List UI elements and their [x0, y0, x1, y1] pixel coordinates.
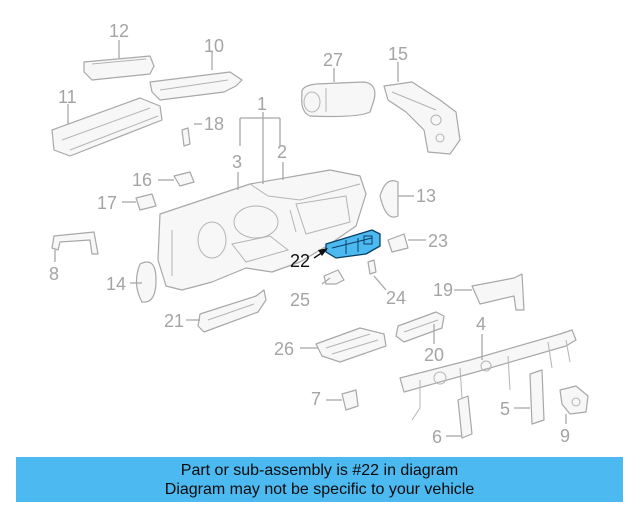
part-4	[399, 329, 577, 421]
callout-25: 25	[290, 290, 310, 310]
callout-5: 5	[500, 399, 510, 419]
part-12	[83, 55, 155, 81]
part-25	[323, 269, 345, 285]
callout-27: 27	[323, 50, 343, 70]
part-14	[135, 261, 157, 303]
part-13	[379, 180, 399, 218]
part-19	[471, 273, 525, 311]
part-8	[51, 231, 99, 255]
part-26	[315, 327, 387, 363]
callout-12: 12	[109, 21, 129, 41]
part-16	[173, 171, 195, 187]
info-banner: Part or sub-assembly is #22 in diagram D…	[16, 457, 623, 502]
banner-line-1: Part or sub-assembly is #22 in diagram	[180, 462, 459, 479]
callout-8: 8	[49, 264, 59, 284]
callout-13: 13	[416, 186, 436, 206]
part-20	[395, 311, 445, 343]
callout-22[interactable]: 22	[290, 251, 310, 271]
callout-24: 24	[386, 288, 406, 308]
parts-diagram: 12 10 11 27 15 18	[49, 21, 589, 447]
callout-10: 10	[204, 36, 224, 56]
callout-11: 11	[58, 87, 77, 107]
callout-23: 23	[428, 231, 448, 251]
part-21	[197, 289, 267, 333]
callout-16: 16	[132, 170, 152, 190]
instrument-panel	[157, 169, 367, 291]
part-15	[383, 81, 461, 155]
callout-1: 1	[257, 94, 267, 114]
part-22-highlighted[interactable]	[325, 229, 381, 259]
part-7	[341, 389, 359, 411]
callout-3: 3	[232, 152, 242, 172]
part-6	[457, 395, 473, 439]
part-24	[367, 259, 377, 275]
callout-15: 15	[388, 44, 408, 64]
part-5	[529, 369, 545, 425]
part-27	[301, 81, 376, 118]
callout-6: 6	[432, 427, 442, 447]
callout-9: 9	[560, 426, 570, 446]
callout-2: 2	[277, 142, 287, 162]
part-18	[181, 127, 191, 147]
callout-21: 21	[164, 311, 184, 331]
callout-20: 20	[424, 345, 444, 365]
callout-26: 26	[274, 339, 294, 359]
callout-14: 14	[106, 274, 126, 294]
banner-line-2: Diagram may not be specific to your vehi…	[164, 481, 475, 498]
callout-18: 18	[204, 114, 224, 134]
part-11	[51, 97, 163, 157]
part-9	[559, 385, 589, 415]
part-10	[149, 71, 243, 101]
part-23	[387, 233, 409, 253]
callout-19: 19	[433, 280, 453, 300]
callout-7: 7	[311, 389, 321, 409]
part-17	[135, 193, 157, 211]
callout-4: 4	[476, 314, 486, 334]
callout-17: 17	[97, 193, 117, 213]
